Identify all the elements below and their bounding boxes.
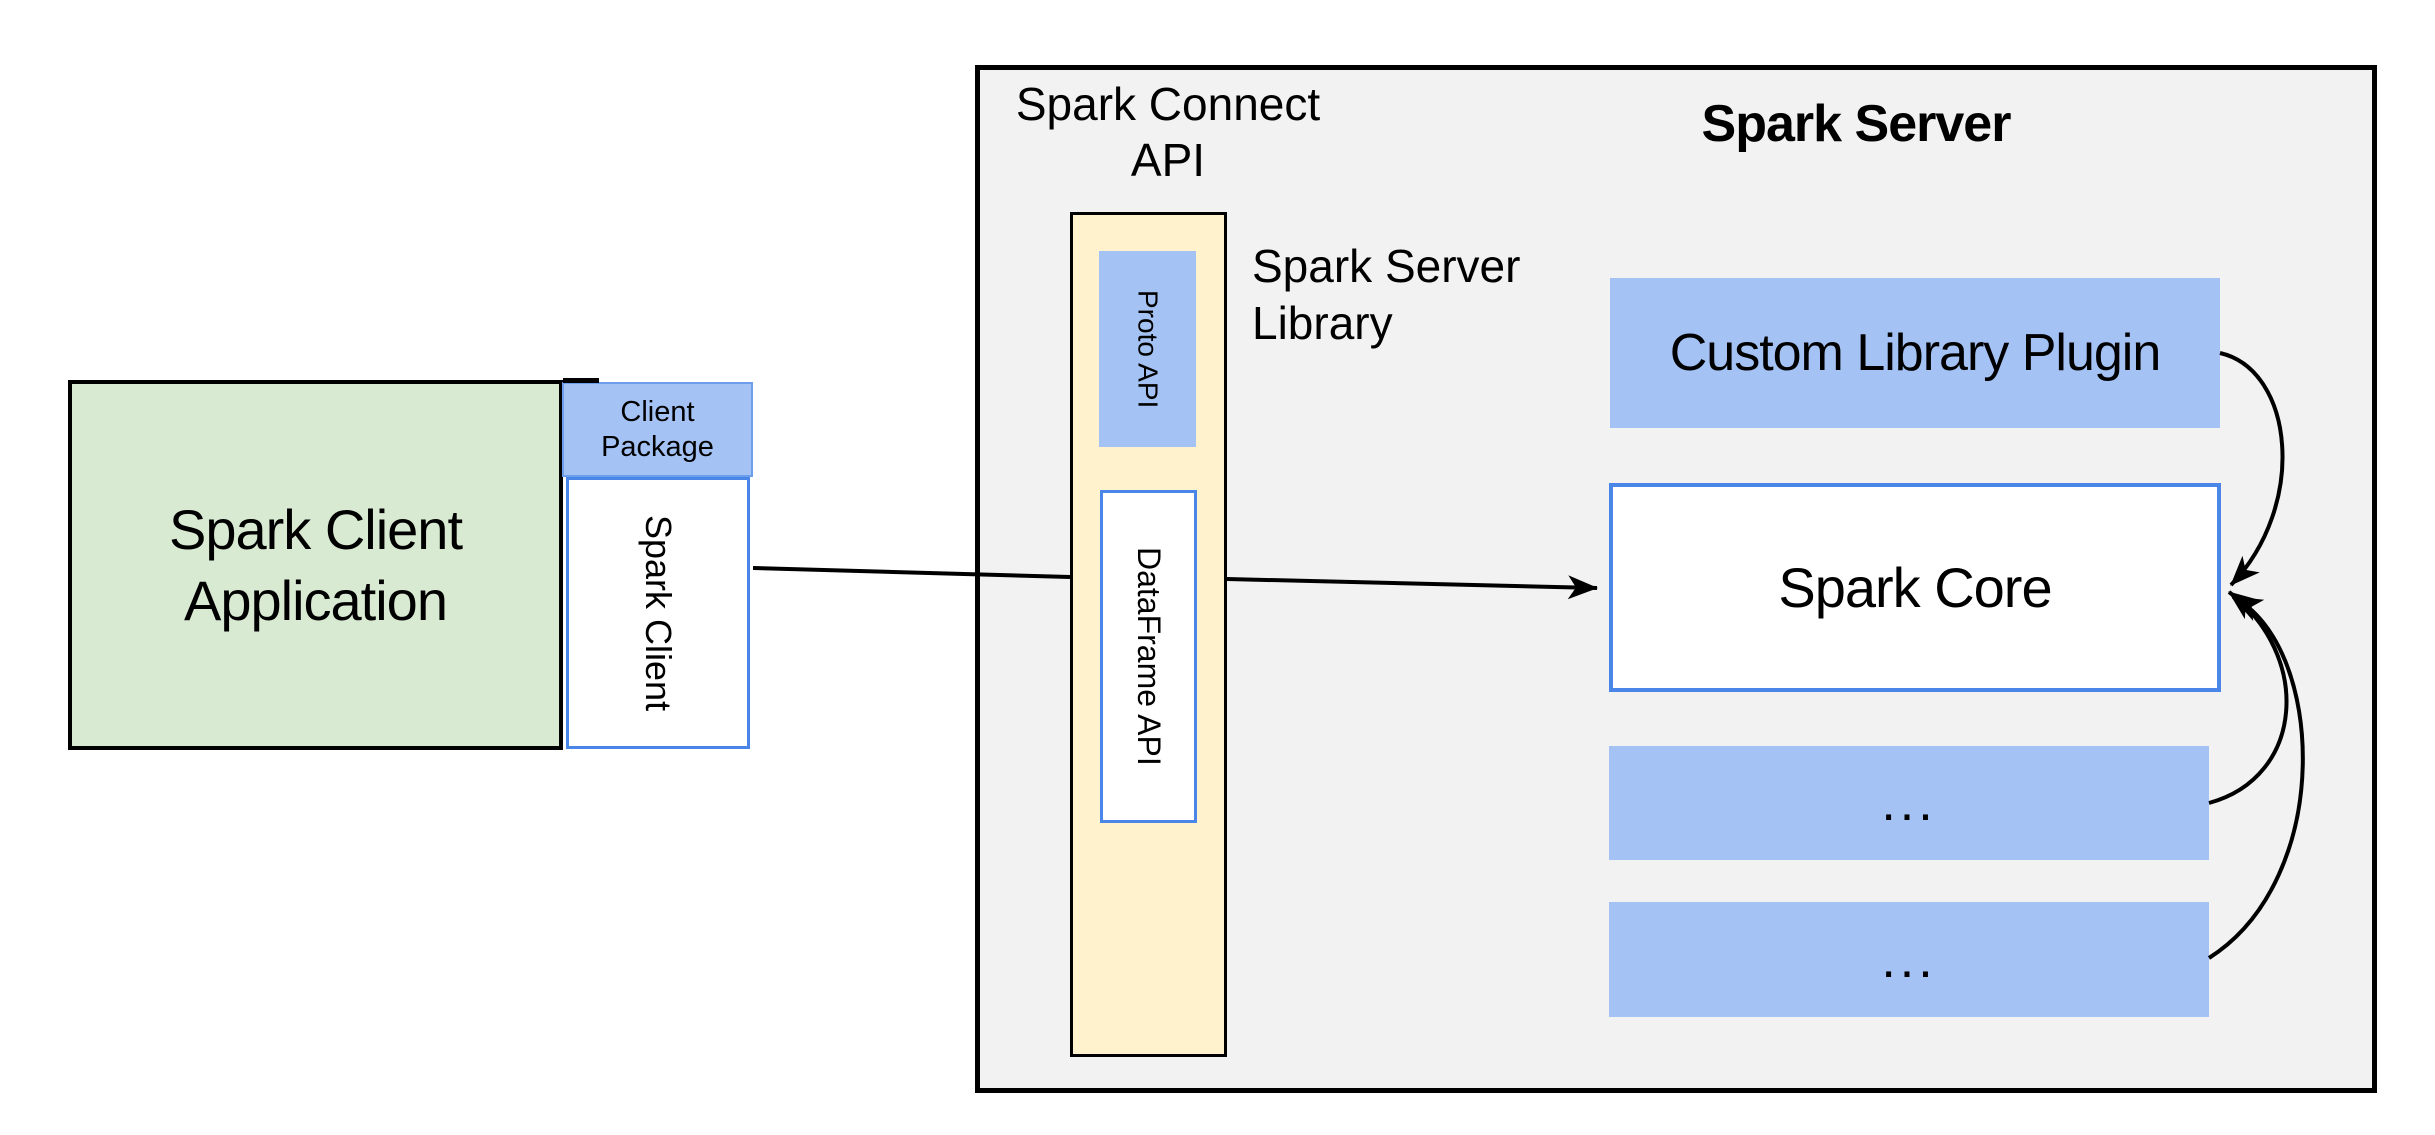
plugin-placeholder-box-2: ... [1609,902,2209,1017]
proto-api-label: Proto API [1132,289,1164,409]
spark-client-application-label: Spark Client Application [168,498,463,632]
custom-library-plugin-box: Custom Library Plugin [1610,278,2220,428]
plugin-placeholder-dots-2: ... [1881,930,1937,989]
spark-core-label: Spark Core [1778,556,2052,619]
client-package-label: Client Package [601,395,714,463]
client-package-box: Client Package [562,382,753,477]
dataframe-api-box: DataFrame API [1100,490,1197,823]
plugin-placeholder-box-1: ... [1609,746,2209,860]
spark-connect-api-heading: Spark Connect API [1015,78,1321,186]
spark-client-label: Spark Client [638,514,679,712]
spark-client-box: Spark Client [566,477,750,749]
spark-server-heading: Spark Server [1701,95,2012,153]
proto-api-box: Proto API [1099,251,1196,447]
spark-client-application-box: Spark Client Application [68,380,563,750]
spark-core-box: Spark Core [1609,483,2221,692]
plugin-placeholder-dots-1: ... [1881,774,1937,832]
green-box-top-border-stub [563,378,599,383]
dataframe-api-label: DataFrame API [1131,547,1167,766]
custom-library-plugin-label: Custom Library Plugin [1669,324,2162,382]
spark-server-library-label: Spark Server Library [1252,240,1521,349]
